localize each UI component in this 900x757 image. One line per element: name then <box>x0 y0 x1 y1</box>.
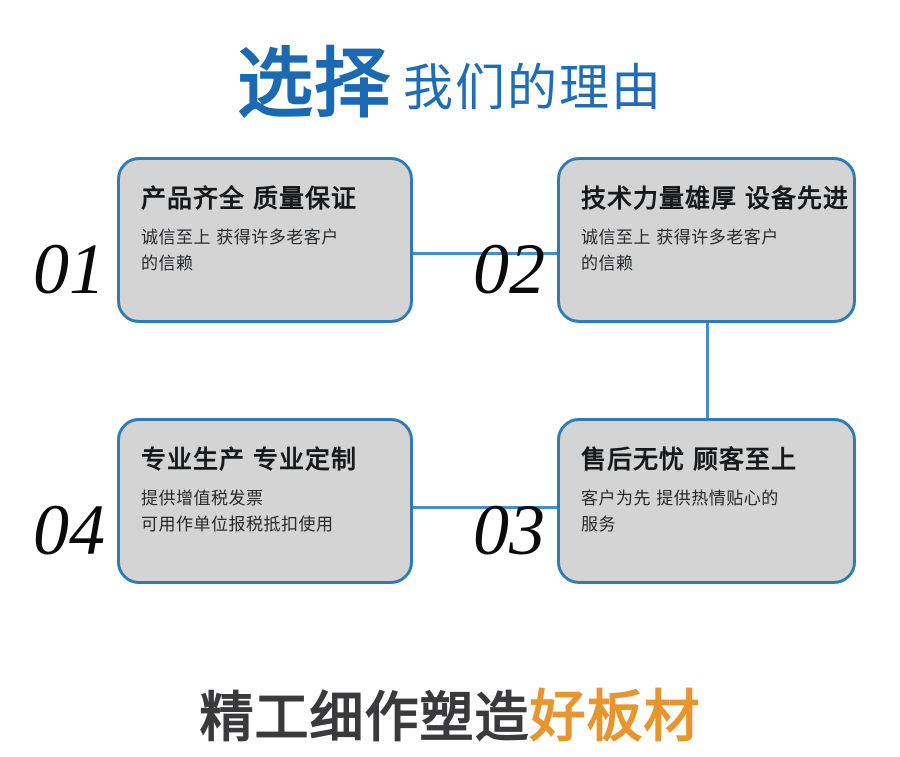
reason-card-03-body: 客户为先 提供热情贴心的 服务 <box>581 486 833 537</box>
reason-card-03-title: 售后无忧 顾客至上 <box>581 446 797 474</box>
reason-number-02: 02 <box>473 229 545 309</box>
reason-card-04[interactable]: 专业生产 专业定制 提供增值税发票 可用作单位报税抵扣使用 <box>117 418 413 584</box>
reason-card-01-body-line-2: 的信赖 <box>141 253 194 273</box>
reason-card-04-body-line-2: 可用作单位报税抵扣使用 <box>141 514 334 534</box>
page-title-strong: 选择 <box>237 39 391 128</box>
connector-02-to-03 <box>706 320 709 420</box>
reason-number-03: 03 <box>473 490 545 570</box>
reason-card-02-body-line-1: 诚信至上 获得许多老客户 <box>581 228 779 247</box>
reason-card-03-body-line-1: 客户为先 提供热情贴心的 <box>581 489 779 508</box>
reason-number-04: 04 <box>33 490 105 570</box>
reason-card-02-body-line-2: 的信赖 <box>581 253 634 273</box>
reason-card-01-content: 产品齐全 质量保证 诚信至上 获得许多老客户 的信赖 <box>120 160 410 276</box>
reason-card-01-body-line-1: 诚信至上 获得许多老客户 <box>141 228 339 247</box>
reason-card-03-body-line-2: 服务 <box>581 514 616 534</box>
reason-card-01-title: 产品齐全 质量保证 <box>141 185 357 213</box>
reason-card-04-body-line-1: 提供增值税发票 <box>141 489 264 508</box>
page-title-light: 我们的理由 <box>403 60 663 116</box>
reason-card-04-title: 专业生产 专业定制 <box>141 446 357 474</box>
reason-card-01-body: 诚信至上 获得许多老客户 的信赖 <box>141 225 390 276</box>
reason-card-04-content: 专业生产 专业定制 提供增值税发票 可用作单位报税抵扣使用 <box>120 421 410 537</box>
reason-card-02[interactable]: 技术力量雄厚 设备先进 诚信至上 获得许多老客户 的信赖 <box>557 157 856 323</box>
footer-slogan-accent: 好板材 <box>529 685 701 750</box>
reason-number-01: 01 <box>33 229 105 309</box>
reason-card-03[interactable]: 售后无忧 顾客至上 客户为先 提供热情贴心的 服务 <box>557 418 856 584</box>
reason-card-04-body: 提供增值税发票 可用作单位报税抵扣使用 <box>141 486 390 537</box>
reason-card-02-title: 技术力量雄厚 设备先进 <box>581 185 849 213</box>
reason-card-03-content: 售后无忧 顾客至上 客户为先 提供热情贴心的 服务 <box>560 421 853 537</box>
reason-card-01[interactable]: 产品齐全 质量保证 诚信至上 获得许多老客户 的信赖 <box>117 157 413 323</box>
connector-01-to-02 <box>404 252 570 255</box>
connector-04-to-03 <box>404 506 570 509</box>
footer-slogan: 精工细作塑造好板材 <box>0 672 900 753</box>
footer-slogan-dark: 精工细作塑造 <box>199 688 530 748</box>
page-title: 选择我们的理由 <box>0 22 900 132</box>
reason-card-02-content: 技术力量雄厚 设备先进 诚信至上 获得许多老客户 的信赖 <box>560 160 853 276</box>
reason-card-02-body: 诚信至上 获得许多老客户 的信赖 <box>581 225 833 276</box>
